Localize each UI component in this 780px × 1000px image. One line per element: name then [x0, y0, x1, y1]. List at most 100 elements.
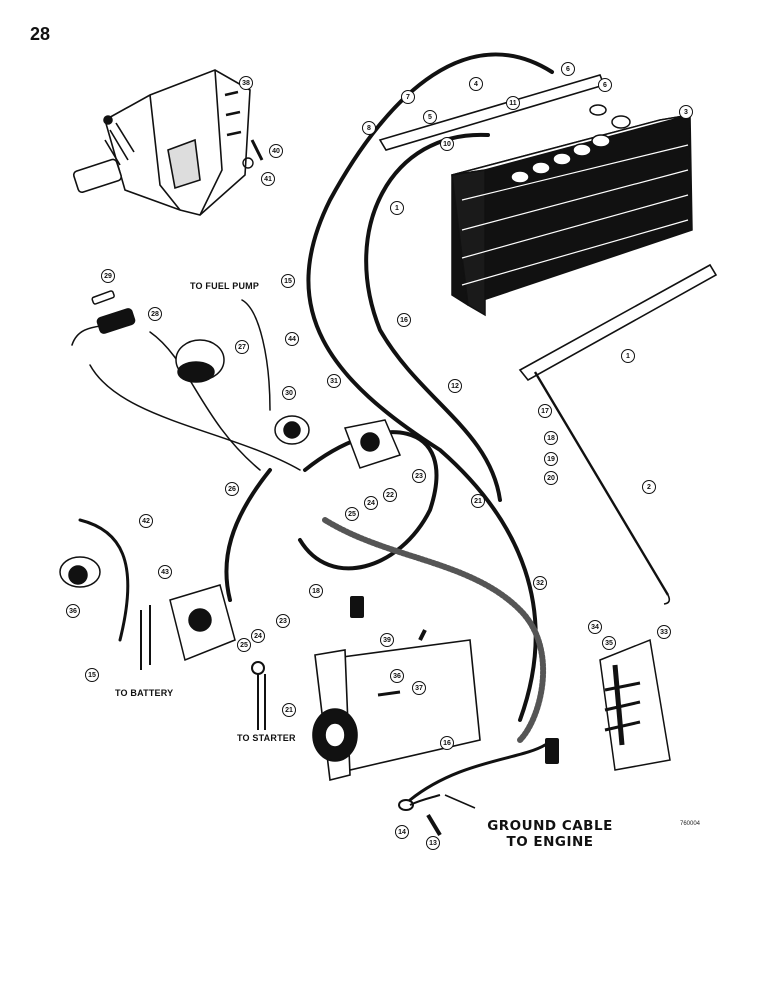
callout-42: 42: [139, 514, 153, 528]
callout-circle: [85, 668, 99, 682]
callout-circle: [239, 76, 253, 90]
callout-6: 6: [561, 62, 575, 76]
callout-circle: [448, 379, 462, 393]
callout-number: 12: [451, 383, 459, 390]
callout-circle: [412, 681, 426, 695]
to-fuel-pump-label: TO FUEL PUMP: [190, 281, 260, 291]
callout-number: 2: [647, 484, 651, 491]
callout-20: 20: [544, 471, 558, 485]
callout-circle: [469, 77, 483, 91]
alternator-bolts: [242, 139, 264, 169]
callout-number: 30: [285, 390, 293, 397]
ground-cable-label: GROUND CABLE TO ENGINE: [470, 818, 630, 850]
callout-number: 31: [330, 378, 338, 385]
callout-33: 33: [657, 625, 671, 639]
callout-number: 34: [591, 624, 599, 631]
callout-circle: [544, 471, 558, 485]
callout-21: 21: [471, 494, 485, 508]
callout-circle: [561, 62, 575, 76]
callout-24: 24: [364, 496, 378, 510]
callout-number: 24: [254, 633, 262, 640]
callout-number: 15: [284, 278, 292, 285]
callout-40: 40: [269, 144, 283, 158]
callout-circle: [440, 137, 454, 151]
callout-10: 10: [440, 137, 454, 151]
callout-number: 37: [415, 685, 423, 692]
callout-number: 36: [393, 673, 401, 680]
callout-number: 1: [395, 205, 399, 212]
callout-circle: [225, 482, 239, 496]
callout-circle: [538, 404, 552, 418]
regulator-drawing: [599, 638, 671, 771]
callout-1: 1: [390, 201, 404, 215]
callout-number: 18: [547, 435, 555, 442]
callout-35: 35: [602, 636, 616, 650]
callout-number: 43: [161, 569, 169, 576]
ground-cable-drawing: [398, 794, 476, 837]
ammeter-drawing: [175, 339, 225, 383]
callout-circle: [281, 274, 295, 288]
callout-circle: [261, 172, 275, 186]
callout-number: 36: [69, 608, 77, 615]
callout-37: 37: [412, 681, 426, 695]
callout-number: 19: [547, 456, 555, 463]
callout-number: 44: [288, 336, 296, 343]
alternator-drawing: [72, 69, 251, 216]
callout-14: 14: [395, 825, 409, 839]
callout-number: 25: [348, 511, 356, 518]
solenoid-drawing: [343, 419, 402, 469]
cables: [71, 52, 554, 802]
callout-circle: [235, 340, 249, 354]
callout-circle: [158, 565, 172, 579]
key-switch-drawing: [274, 415, 310, 445]
callout-circle: [533, 576, 547, 590]
callout-number: 6: [566, 66, 570, 73]
callout-circle: [598, 78, 612, 92]
callout-number: 23: [415, 473, 423, 480]
callout-circle: [285, 332, 299, 346]
callout-41: 41: [261, 172, 275, 186]
callout-number: 6: [603, 82, 607, 89]
callout-44: 44: [285, 332, 299, 346]
callout-16: 16: [440, 736, 454, 750]
starter-motor-drawing: [312, 629, 481, 781]
callout-circle: [276, 614, 290, 628]
callout-number: 4: [474, 81, 478, 88]
callout-43: 43: [158, 565, 172, 579]
callout-15: 15: [281, 274, 295, 288]
callout-circle: [471, 494, 485, 508]
callout-circle: [345, 507, 359, 521]
callout-group: 3840414116678510311152928274416311230171…: [66, 62, 693, 850]
callout-number: 17: [541, 408, 549, 415]
callout-number: 22: [386, 492, 394, 499]
page-number: 28: [30, 24, 51, 44]
callout-2: 2: [642, 480, 656, 494]
callout-circle: [401, 90, 415, 104]
callout-36: 36: [390, 669, 404, 683]
callout-36: 36: [66, 604, 80, 618]
callout-39: 39: [380, 633, 394, 647]
battery-drawing: [451, 104, 693, 317]
callout-number: 24: [367, 500, 375, 507]
starter-relay-drawing: [140, 584, 236, 670]
callout-6: 6: [598, 78, 612, 92]
callout-number: 42: [142, 518, 150, 525]
connector-blocks: [350, 596, 559, 764]
callout-circle: [412, 469, 426, 483]
callout-30: 30: [282, 386, 296, 400]
ground-cable-line-2: TO ENGINE: [506, 834, 594, 850]
callout-circle: [282, 386, 296, 400]
callout-number: 13: [429, 840, 437, 847]
callout-number: 27: [238, 344, 246, 351]
callout-circle: [642, 480, 656, 494]
callout-circle: [390, 201, 404, 215]
callout-number: 21: [285, 707, 293, 714]
callout-number: 41: [264, 176, 272, 183]
to-battery-label: TO BATTERY: [115, 688, 174, 698]
callout-circle: [423, 110, 437, 124]
callout-8: 8: [362, 121, 376, 135]
callout-circle: [362, 121, 376, 135]
callout-26: 26: [225, 482, 239, 496]
callout-number: 10: [443, 141, 451, 148]
